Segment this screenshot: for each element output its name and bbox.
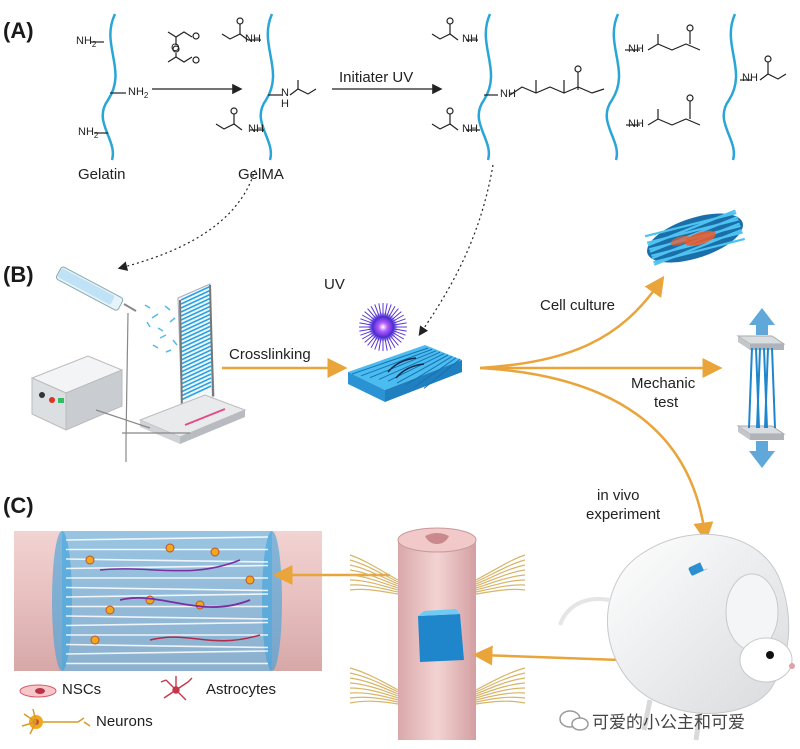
in-vivo-label-1: in vivo (597, 487, 640, 504)
neuron-cell (85, 555, 95, 565)
gelma-structure (215, 13, 317, 161)
gelatin-label: Gelatin (78, 166, 126, 183)
cell-culture-label: Cell culture (540, 297, 616, 314)
nh-label-xl-2: NH (500, 88, 516, 100)
fiber-spray (144, 304, 178, 353)
arrow-mouse-to-cord (472, 645, 621, 666)
wechat-icon (559, 710, 589, 731)
h-label-gelma: H (281, 98, 289, 110)
initiator-uv-label: Initiater UV (339, 69, 414, 86)
panel-a-label: (A) (3, 18, 34, 43)
panel-b-label: (B) (3, 262, 34, 287)
legend-neurons: Neurons (96, 713, 153, 730)
neuron-cell (210, 547, 220, 557)
dotted-arrow-gelma-to-spinning (117, 169, 256, 271)
base-plate (138, 394, 247, 444)
crosslinked-gelma-structure (431, 13, 787, 161)
nh-label-xl-6: NH (742, 72, 758, 84)
neuron-cell (145, 595, 155, 605)
nsc-icon (19, 684, 57, 698)
uv-label: UV (324, 276, 345, 293)
neuron-cell (105, 605, 115, 615)
nh-label-gelma-2: NH (248, 123, 264, 135)
neuron-cell (195, 600, 205, 610)
nh-label-xl-3: NH (462, 123, 478, 135)
nh2-label-1: NH2 (76, 35, 97, 50)
legend-astrocytes: Astrocytes (206, 681, 277, 698)
mouse-illustration (558, 533, 795, 741)
neuron-cell (90, 635, 100, 645)
branching-orange-arrows (479, 275, 723, 543)
rolled-fiber-scaffold (348, 345, 462, 402)
electrospinning-setup (30, 266, 247, 462)
neuron-cell (245, 575, 255, 585)
mechanic-test-label-1: Mechanic (631, 375, 696, 392)
nh-label-xl-1: NH (462, 33, 478, 45)
mechanic-test-label-2: test (654, 394, 679, 411)
nh2-label-2: NH2 (128, 86, 149, 101)
neuron-icon (21, 708, 91, 735)
legend-nscs: NSCs (62, 681, 102, 698)
mechanic-test-specimen (736, 308, 786, 468)
panel-c-label: (C) (3, 493, 34, 518)
nh-label-xl-5: NH (628, 118, 644, 130)
nh2-label-3: NH2 (78, 126, 99, 141)
astrocyte-icon (160, 676, 193, 701)
watermark-text: 可爱的小公主和可爱 (592, 713, 745, 733)
nerve-tube-scaffold (14, 531, 322, 671)
spinal-cord-implant (349, 527, 526, 740)
o-label-1: O (171, 42, 180, 54)
nh-label-xl-4: NH (628, 43, 644, 55)
nh-label-gelma-1: NH (245, 33, 261, 45)
power-supply (30, 355, 124, 431)
gelatin-structure (90, 13, 126, 161)
in-vivo-label-2: experiment (586, 506, 661, 523)
crosslinking-label: Crosslinking (229, 346, 311, 363)
neuron-cell (165, 543, 175, 553)
methacrylic-anhydride-structure (167, 31, 200, 64)
n-label-gelma: N (281, 87, 289, 99)
dotted-arrow-to-scaffold (418, 164, 494, 336)
gelma-label: GelMA (238, 166, 284, 183)
cell-culture-scaffold (644, 209, 745, 266)
syringe (55, 266, 137, 312)
collector-frame (177, 283, 215, 415)
uv-light-source (359, 303, 407, 351)
